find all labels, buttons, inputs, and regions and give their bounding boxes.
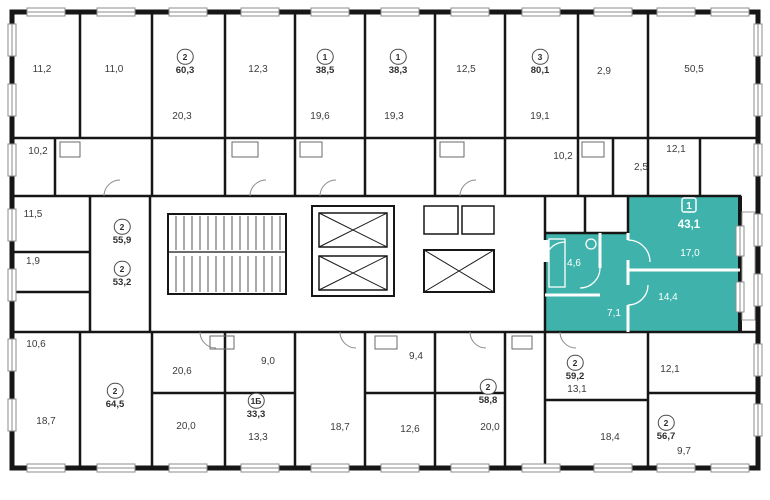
room-area-label: 20,6 (172, 366, 192, 377)
apartment-total-area: 38,5 (315, 64, 335, 76)
room-area-label: 50,5 (684, 64, 704, 75)
room-area-label: 11,0 (104, 64, 124, 75)
apartment-rooms-count: 1 (389, 48, 407, 65)
room-area-label: 10,6 (26, 339, 46, 350)
room-area-label: 20,3 (172, 111, 192, 122)
stair-treads (175, 216, 281, 292)
room-area-label: 10,2 (553, 151, 573, 162)
apartment-rooms-count: 2 (657, 414, 675, 431)
room-area-label: 19,3 (384, 111, 404, 122)
room-area-label: 1,9 (26, 256, 40, 267)
room-area-label: 13,3 (248, 432, 268, 443)
apartment-total-area: 80,1 (530, 64, 550, 76)
apartment-total-area: 55,9 (112, 234, 132, 246)
door-arcs (103, 179, 577, 349)
selected-apartment[interactable] (545, 196, 740, 332)
apartment-rooms-count: 2 (566, 354, 584, 371)
selected-total-area: 43,1 (678, 219, 701, 231)
apartment-rooms-count: 3 (531, 48, 549, 65)
room-area-label: 2,5 (634, 162, 648, 173)
room-area-label: 13,1 (567, 384, 587, 395)
room-area-label: 12,3 (248, 64, 268, 75)
room-area-label: 12,6 (400, 424, 420, 435)
apartment-interior-walls (542, 233, 740, 332)
apartment-total-area: 59,2 (565, 370, 585, 382)
room-area-label: 9,4 (409, 351, 423, 362)
rooms-count-icon (681, 197, 697, 213)
room-area-hall: 7,1 (607, 308, 621, 319)
apartment-total-area: 53,2 (112, 276, 132, 288)
room-area-label: 11,5 (23, 209, 43, 220)
apartment-rooms-count: 2 (106, 382, 124, 399)
elevator-shaft (311, 205, 395, 297)
room-area-bedroom: 14,4 (658, 292, 678, 303)
staircase (167, 213, 287, 295)
apartment-rooms-count: 2 (113, 218, 131, 235)
room-area-label: 18,7 (330, 422, 350, 433)
room-area-living: 17,0 (680, 248, 700, 259)
apartment-rooms-count: 2 (113, 260, 131, 277)
windows (7, 7, 763, 473)
apartment-total-area: 64,5 (105, 398, 125, 410)
room-area-label: 2,9 (597, 66, 611, 77)
apartment-rooms-count: 2 (176, 48, 194, 65)
room-area-label: 18,7 (36, 416, 56, 427)
room-area-label: 9,0 (261, 356, 275, 367)
room-area-label: 19,1 (530, 111, 550, 122)
apartment-door-arcs (544, 239, 651, 306)
room-area-label: 10,2 (28, 146, 48, 157)
selected-rooms-count: 1 (686, 201, 692, 212)
room-area-label: 19,6 (310, 111, 330, 122)
room-area-label: 11,2 (32, 64, 52, 75)
apartment-total-area: 38,3 (388, 64, 408, 76)
balcony (741, 211, 756, 321)
apartment-total-area: 58,8 (478, 394, 498, 406)
apartment-rooms-count: 1Б (247, 392, 265, 409)
room-area-label: 12,1 (660, 364, 680, 375)
entry-door-gap (542, 240, 549, 262)
room-area-label: 20,0 (176, 421, 196, 432)
room-area-label: 18,4 (600, 432, 620, 443)
room-area-label: 12,5 (456, 64, 476, 75)
room-area-bathroom: 4,6 (567, 258, 581, 269)
apartment-rooms-count: 1 (316, 48, 334, 65)
selected-apartment-labels: 1 43,1 17,0 14,4 7,1 4,6 (567, 197, 701, 319)
apartment-total-area: 56,7 (656, 430, 676, 442)
room-area-label: 20,0 (480, 422, 500, 433)
apartment-total-area: 60,3 (175, 64, 195, 76)
room-area-label: 9,7 (677, 446, 691, 457)
sink-icon (585, 238, 597, 250)
ventilation-shaft (423, 205, 495, 293)
utility-boxes (59, 141, 605, 350)
inner-walls (10, 10, 760, 470)
apartment-total-area: 33,3 (246, 408, 266, 420)
bathtub-icon (548, 238, 566, 288)
room-area-label: 12,1 (666, 144, 686, 155)
apartment-rooms-count: 2 (479, 378, 497, 395)
